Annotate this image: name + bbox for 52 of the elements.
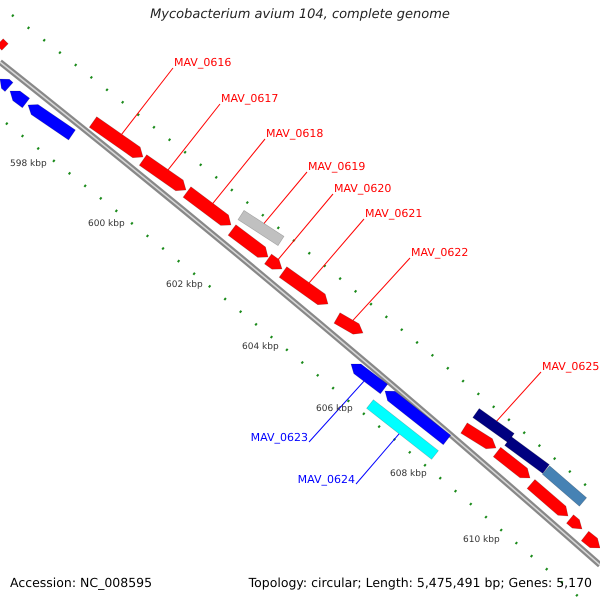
gene-feature (492, 446, 530, 478)
gene-block (504, 436, 550, 474)
leader-line (496, 372, 542, 422)
gene-block (238, 210, 284, 246)
scale-label: 598 kbp (10, 160, 47, 170)
scale-label: 600 kbp (88, 220, 125, 230)
scale-label: 602 kbp (166, 281, 203, 291)
scale-label: 610 kbp (463, 536, 500, 546)
gene-feature (88, 116, 144, 158)
gene-feature (228, 224, 268, 258)
leader-line (308, 380, 364, 442)
gene-feature (278, 266, 328, 305)
gene-label: MAV_0620 (334, 183, 392, 196)
gene-label: MAV_0618 (266, 128, 324, 140)
gene-feature (460, 422, 496, 450)
leader-line (308, 218, 364, 284)
gene-block (0, 38, 9, 51)
gene-feature (566, 514, 582, 530)
gene-feature (0, 78, 14, 92)
gene-feature (28, 104, 76, 140)
gene-feature (350, 364, 388, 394)
leader-line (121, 68, 174, 135)
gene-label: MAV_0622 (411, 247, 468, 260)
leader-line (264, 172, 308, 224)
title: Mycobacterium avium 104, complete genome (149, 8, 451, 22)
gene-label: MAV_0623 (250, 432, 308, 444)
scale-label: 604 kbp (242, 343, 279, 353)
footer-text: Accession: NC_008595 (10, 576, 152, 590)
gene-feature (182, 186, 232, 226)
leader-line (356, 433, 400, 484)
gene-feature (580, 530, 600, 548)
gene-feature (138, 154, 186, 192)
scale-label: 608 kbp (390, 470, 427, 480)
gene-feature (526, 479, 568, 516)
gene-feature (10, 90, 30, 108)
gene-label: MAV_0616 (174, 57, 232, 70)
gene-label: MAV_0621 (365, 208, 422, 220)
gene-block (542, 465, 588, 507)
leader-line (278, 194, 334, 260)
gene-feature (334, 312, 364, 334)
gene-block (472, 408, 515, 443)
leader-line (352, 258, 410, 321)
gene-feature (384, 390, 452, 446)
gene-block (366, 399, 439, 460)
gene-feature (264, 254, 282, 270)
gene-label: MAV_0625 (542, 361, 600, 374)
gene-label: MAV_0619 (308, 161, 366, 174)
gene-label: MAV_0624 (298, 474, 355, 486)
leader-line (212, 138, 266, 204)
leader-line (168, 104, 220, 170)
gene-label: MAV_0617 (221, 93, 278, 106)
footer-text: Topology: circular; Length: 5,475,491 bp; Genes: 5,170 (248, 576, 592, 590)
